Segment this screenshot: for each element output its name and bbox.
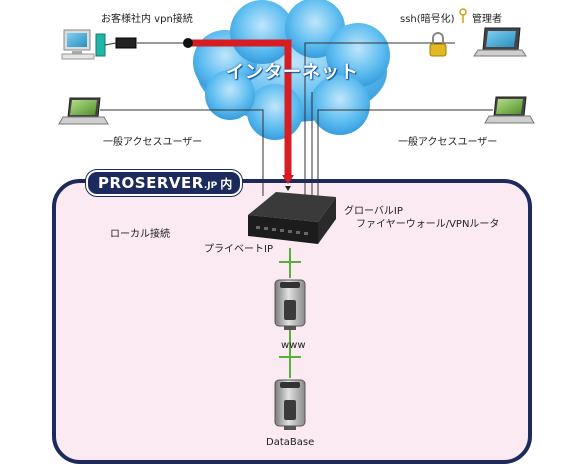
connection-lines bbox=[100, 42, 493, 196]
local-connection-label: ローカル接続 bbox=[110, 229, 170, 240]
router-global-ip-label: グローバルIP bbox=[344, 206, 403, 217]
vpn-client-pc-icon bbox=[61, 29, 137, 60]
user-left-laptop-icon bbox=[58, 97, 109, 125]
user-left-label: 一般アクセスユーザー bbox=[103, 137, 203, 148]
admin-laptop-icon bbox=[473, 27, 527, 57]
zone-tab-domain: .JP bbox=[203, 181, 218, 191]
vpn-line bbox=[183, 38, 294, 191]
key-icon bbox=[459, 8, 467, 23]
lan-lines bbox=[279, 248, 301, 378]
zone-tab-suffix: 内 bbox=[220, 177, 233, 191]
router-firewall-label: ファイヤーウォール/VPNルータ bbox=[356, 219, 500, 230]
www-server-icon bbox=[274, 279, 306, 330]
vpn-client-label: お客様社内 vpn接続 bbox=[101, 14, 193, 25]
internet-label: インターネット bbox=[226, 62, 359, 83]
user-right-label: 一般アクセスユーザー bbox=[398, 137, 498, 148]
router-icon bbox=[248, 192, 336, 244]
database-label: DataBase bbox=[266, 437, 315, 448]
database-server-icon bbox=[274, 379, 306, 430]
www-label: www bbox=[281, 340, 306, 351]
zone-tab-brand: PROSERVER bbox=[98, 174, 204, 192]
ssh-label: ssh(暗号化) bbox=[400, 14, 455, 25]
lock-icon bbox=[429, 32, 447, 57]
user-right-laptop-icon bbox=[484, 96, 535, 124]
admin-label: 管理者 bbox=[472, 14, 502, 25]
private-ip-label: プライベートIP bbox=[204, 244, 273, 255]
